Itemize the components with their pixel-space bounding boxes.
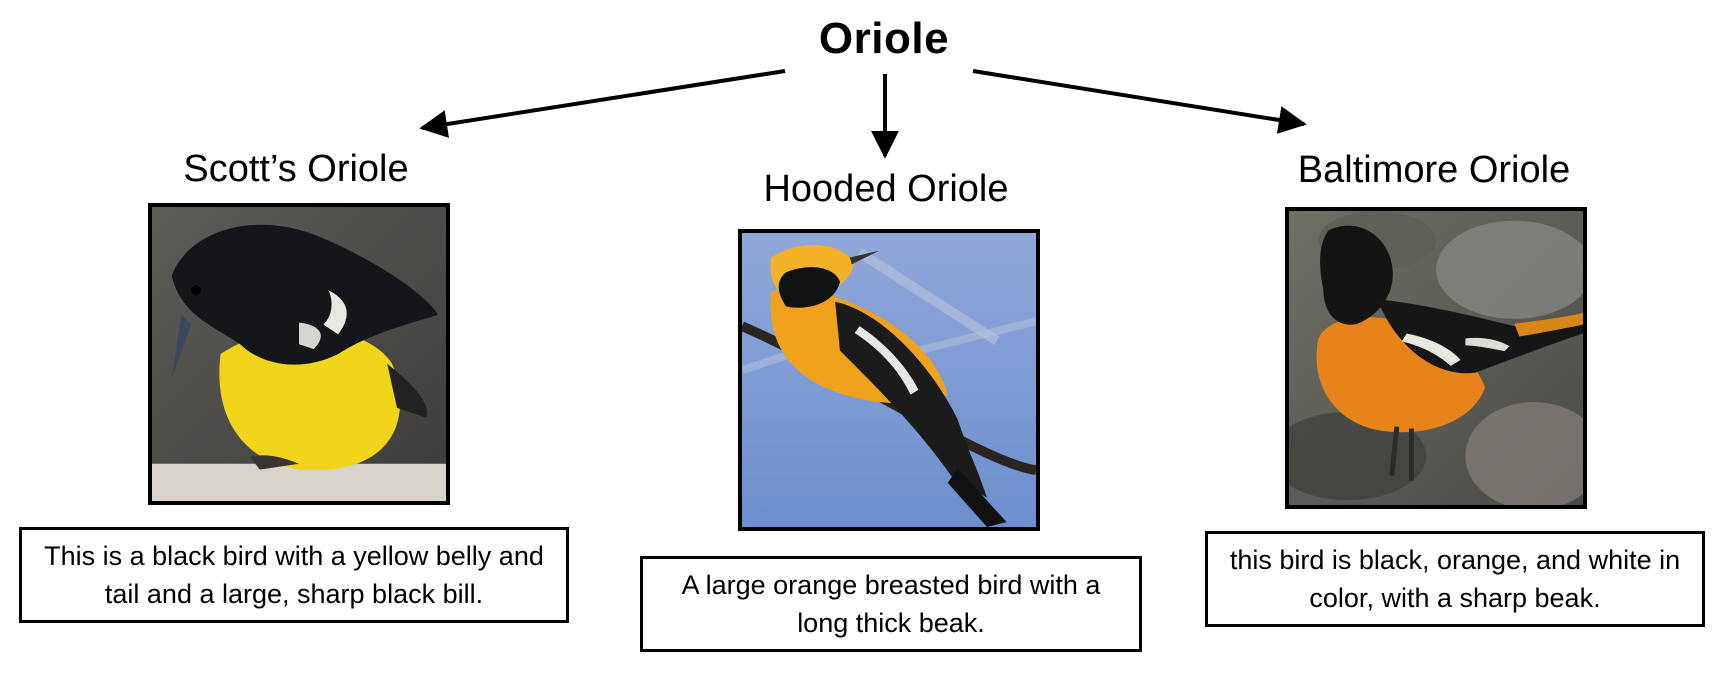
species-name-scotts-oriole: Scott’s Oriole [183, 148, 409, 190]
arrow-to-scotts-oriole [419, 69, 786, 138]
scotts-oriole-caption: This is a black bird with a yellow belly… [19, 527, 569, 623]
bird-photo-icon [152, 207, 446, 501]
bird-photo-icon [1289, 211, 1583, 505]
baltimore-oriole-photo [1285, 207, 1587, 509]
hooded-oriole-photo [738, 229, 1040, 531]
arrow-to-baltimore-oriole [972, 69, 1307, 134]
scotts-oriole-photo [148, 203, 450, 505]
hooded-oriole-caption: A large orange breasted bird with a long… [640, 556, 1142, 652]
baltimore-oriole-caption: this bird is black, orange, and white in… [1205, 531, 1705, 627]
species-name-baltimore-oriole: Baltimore Oriole [1297, 149, 1571, 191]
bird-photo-icon [742, 233, 1036, 527]
root-node-title: Oriole [818, 14, 950, 63]
species-name-hooded-oriole: Hooded Oriole [763, 168, 1009, 210]
